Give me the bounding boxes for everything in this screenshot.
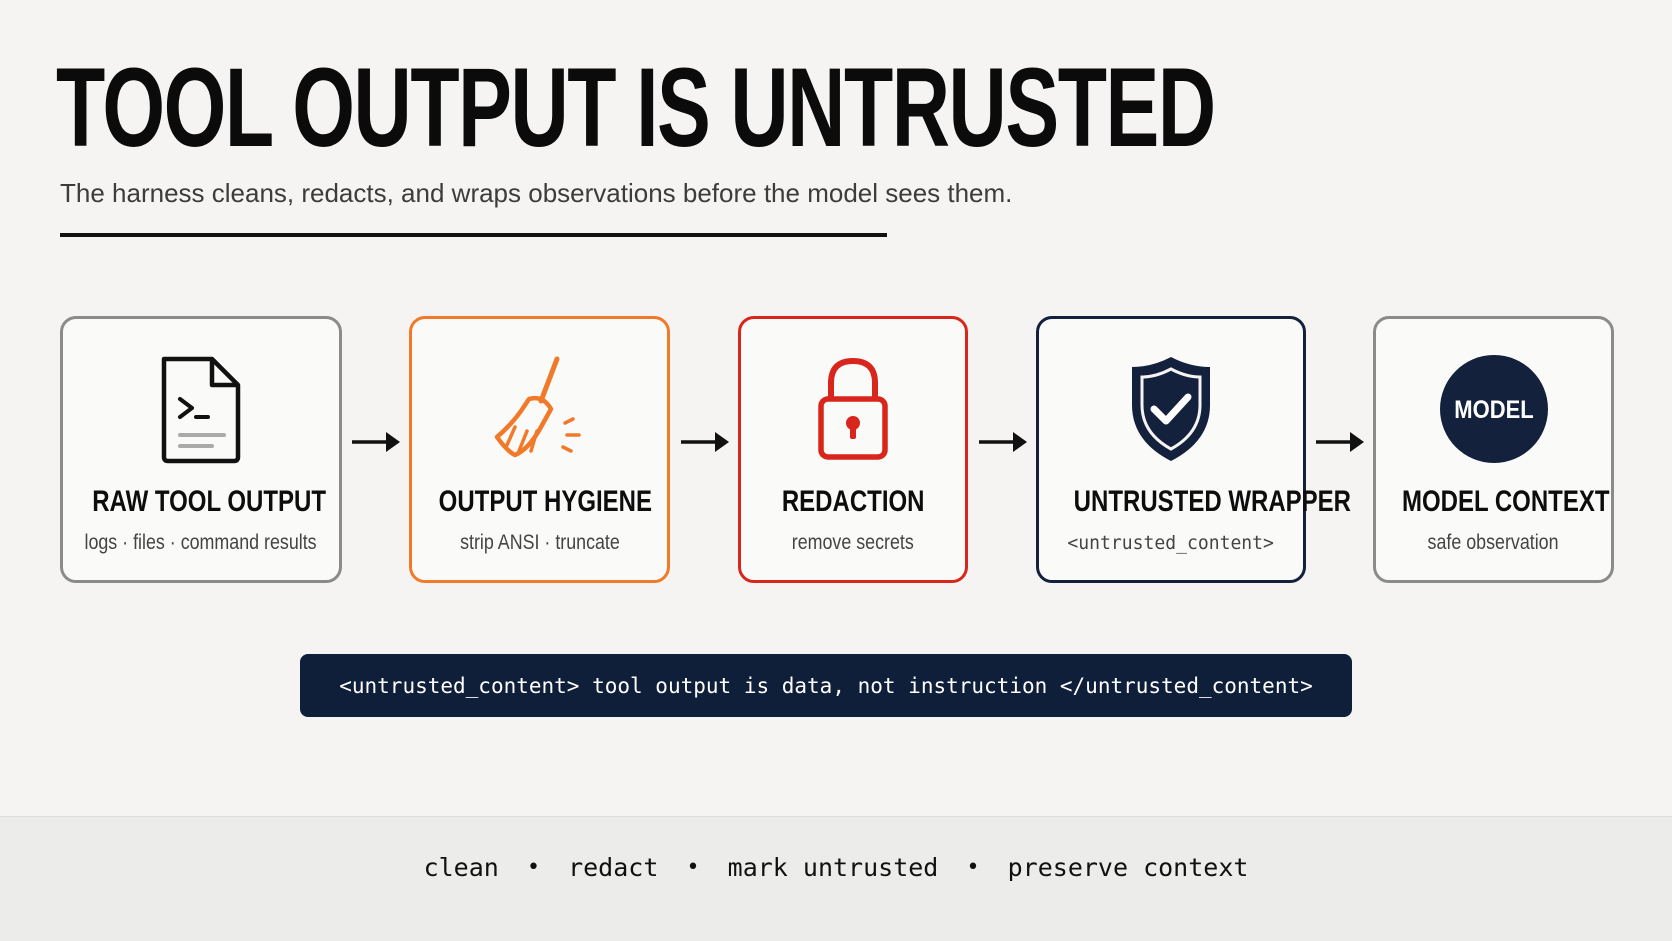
arrow-right-icon [1316,432,1364,452]
step-subtitle: safe observation [1427,531,1559,554]
step-title: RAW TOOL OUTPUT [92,485,327,518]
footer-principles: clean • redact • mark untrusted • preser… [0,853,1672,882]
padlock-icon [793,349,913,469]
title-underline [60,233,887,237]
step-subtitle: logs · files · command results [84,531,318,554]
footer-separator: • [966,855,980,880]
footer-item-clean: clean [423,853,499,882]
step-title: REDACTION [781,485,925,518]
arrow-right-icon [681,432,729,452]
arrow-right-icon [979,432,1027,452]
model-badge-label: MODEL [1454,396,1533,424]
step-title: OUTPUT HYGIENE [438,485,653,518]
step-card-untrusted-wrapper: UNTRUSTED WRAPPER <untrusted_content> [1036,316,1352,583]
footer-separator: • [686,855,700,880]
footer-item-mark-untrusted: mark untrusted [727,853,939,882]
step-card-raw-tool-output: RAW TOOL OUTPUT logs · files · command r… [60,316,342,583]
shield-check-icon [1111,349,1231,469]
step-subtitle: remove secrets [791,531,914,554]
broom-icon [480,349,600,469]
footer-item-preserve-context: preserve context [1007,853,1249,882]
footer-separator: • [526,855,541,880]
page-title: TOOL OUTPUT IS UNTRUSTED [56,45,1216,170]
footer-bar: clean • redact • mark untrusted • preser… [0,816,1672,941]
step-card-redaction: REDACTION remove secrets [738,316,968,583]
untrusted-content-banner: <untrusted_content> tool output is data,… [300,654,1352,717]
step-subtitle: <untrusted_content> [1067,532,1275,554]
arrow-right-icon [352,432,400,452]
footer-item-redact: redact [568,853,659,882]
model-badge-icon: MODEL [1434,349,1554,469]
step-subtitle: strip ANSI · truncate [459,531,620,554]
terminal-file-icon [141,349,261,469]
step-card-model-context: MODEL MODEL CONTEXT safe observation [1373,316,1614,583]
step-title: MODEL CONTEXT [1401,485,1610,518]
step-card-output-hygiene: OUTPUT HYGIENE strip ANSI · truncate [409,316,670,583]
page-subtitle: The harness cleans, redacts, and wraps o… [60,178,1013,208]
step-title: UNTRUSTED WRAPPER [1073,485,1352,518]
